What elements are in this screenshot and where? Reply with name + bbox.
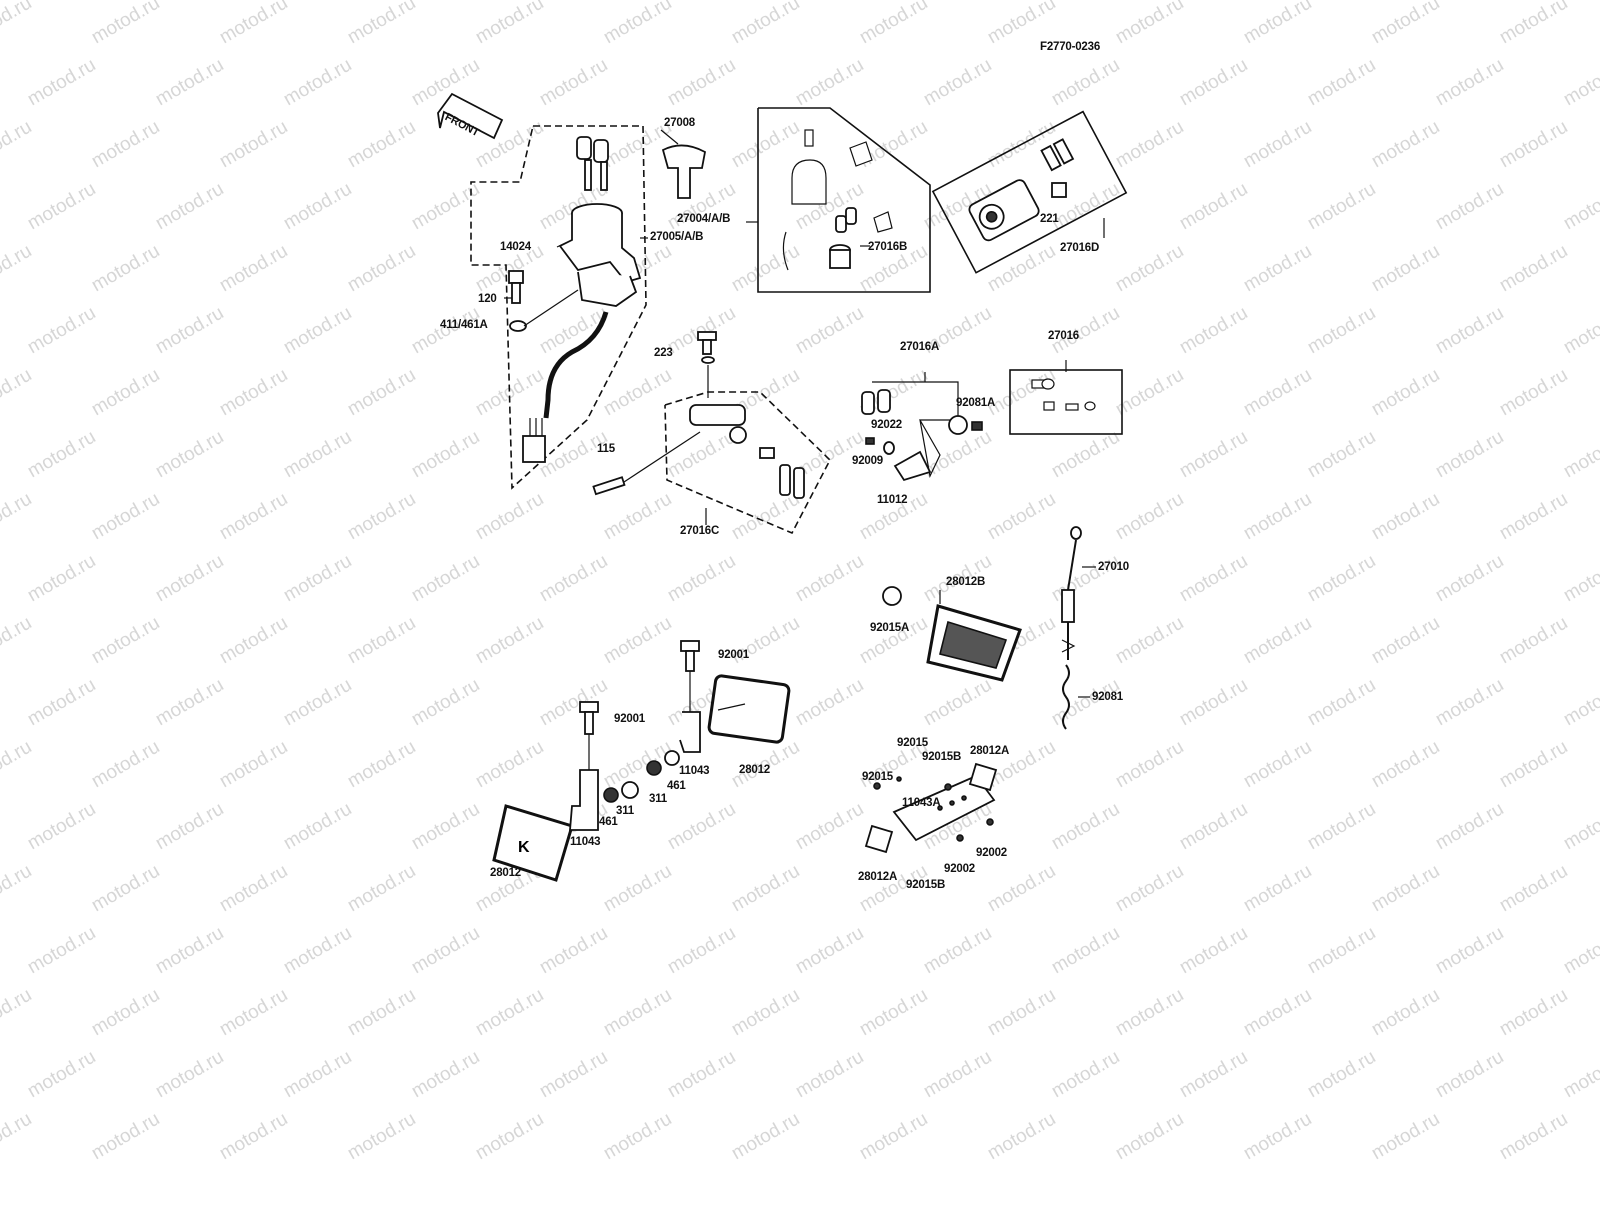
part-label: 27010 <box>1098 561 1129 573</box>
part-label: 120 <box>478 293 497 305</box>
lock-27016-parts <box>1031 378 1096 411</box>
wire-harness <box>543 311 609 419</box>
part-label: 27016B <box>868 241 908 253</box>
svg-text:K: K <box>518 839 530 856</box>
part-label: 27004/A/B <box>677 213 731 225</box>
key-pair-icon <box>576 136 609 191</box>
bolt-120-icon <box>508 270 524 304</box>
ignition-switch-group-outline <box>470 125 647 490</box>
part-label: 28012A <box>858 871 898 883</box>
part-label: 27016 <box>1048 330 1079 342</box>
part-label: 11043 <box>679 765 710 777</box>
part-label: 27016C <box>680 525 720 537</box>
part-label: 14024 <box>500 241 531 253</box>
screw-221-icon <box>1051 182 1067 198</box>
part-label: 411/461A <box>440 319 488 331</box>
part-label: 92022 <box>871 419 902 431</box>
lock-27016C <box>689 404 805 499</box>
part-label: 461 <box>599 816 618 828</box>
part-label: 28012B <box>946 576 986 588</box>
part-label: 92081A <box>956 397 996 409</box>
ignition-switch-body <box>558 203 642 307</box>
part-label: 92002 <box>944 863 975 875</box>
bolt-115-icon <box>592 476 626 496</box>
key-set-parts <box>782 129 893 271</box>
part-label: 92081 <box>1092 691 1123 703</box>
part-label: 92001 <box>614 713 645 725</box>
reflector-28012-right <box>707 674 791 744</box>
part-label: 92015A <box>870 622 910 634</box>
bolt-92001-upper <box>680 640 700 672</box>
part-label: 27016D <box>1060 242 1100 254</box>
part-label: 92002 <box>976 847 1007 859</box>
part-label: 28012A <box>970 745 1010 757</box>
reflector-28012-left: K <box>492 804 574 882</box>
part-label: 27008 <box>664 117 695 129</box>
bracket-11043-lower <box>569 769 599 831</box>
key-set-group-outline <box>757 107 931 293</box>
part-label: 92001 <box>718 649 749 661</box>
part-label: 11012 <box>877 494 908 506</box>
lock-27016A <box>861 389 983 482</box>
part-label: 28012 <box>490 867 521 879</box>
part-label: 461 <box>667 780 686 792</box>
reflector-28012B <box>882 586 1022 682</box>
plate-11043A <box>864 762 998 854</box>
part-label: 27016A <box>900 341 940 353</box>
part-label: 311 <box>649 793 667 805</box>
part-label: 92015B <box>922 751 962 763</box>
figure-code: F2770-0236 <box>1040 41 1101 53</box>
part-label: 92015B <box>906 879 946 891</box>
screw-223-icon <box>697 331 717 364</box>
part-label: 11043A <box>902 797 941 809</box>
part-label: 28012 <box>739 764 770 776</box>
bracket-11043-upper <box>679 711 701 753</box>
part-label: 221 <box>1040 213 1059 225</box>
lock-group-27016A-bracket <box>872 381 959 478</box>
part-label: 11043 <box>570 836 601 848</box>
washer-icon <box>509 320 527 332</box>
part-label: 223 <box>654 347 673 359</box>
part-label: 311 <box>616 805 634 817</box>
cable-27010 <box>1061 526 1082 660</box>
part-label: 27005/A/B <box>650 231 704 243</box>
part-label: 92015 <box>897 737 928 749</box>
part-label: 115 <box>597 443 615 455</box>
spring-92081-icon <box>1062 664 1070 730</box>
key-blank-icon <box>661 144 707 199</box>
lock-group-27016-box <box>1009 369 1123 435</box>
part-label: 92015 <box>862 771 893 783</box>
part-label: 92009 <box>852 455 883 467</box>
front-arrow-icon <box>437 92 504 140</box>
connector-icon <box>522 418 546 463</box>
bolt-92001-lower <box>579 701 599 735</box>
ignition-set-27016D <box>931 110 1128 274</box>
